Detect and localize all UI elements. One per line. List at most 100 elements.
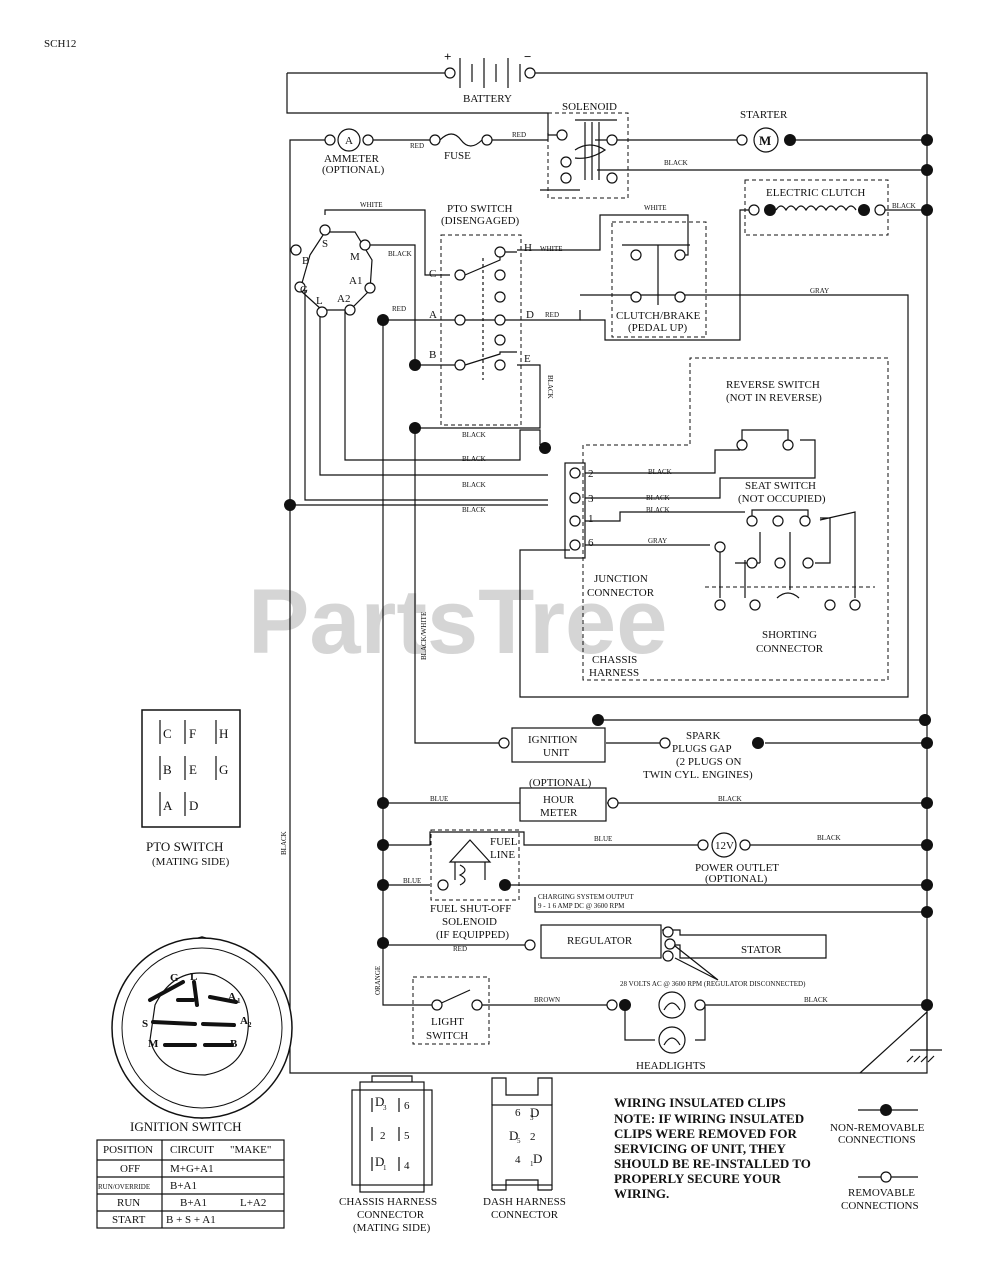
svg-text:28 VOLTS AC @ 3600 RPM (REGULA: 28 VOLTS AC @ 3600 RPM (REGULATOR DISCON… [620, 980, 806, 988]
svg-text:2: 2 [588, 468, 594, 480]
svg-text:POSITION: POSITION [103, 1144, 153, 1156]
svg-text:M: M [148, 1038, 159, 1050]
svg-text:HEADLIGHTS: HEADLIGHTS [636, 1060, 706, 1072]
svg-text:B+A1: B+A1 [170, 1180, 197, 1192]
svg-text:B: B [302, 255, 309, 267]
battery: + − BATTERY [444, 49, 536, 105]
svg-text:BLACK: BLACK [462, 481, 486, 489]
svg-text:(OPTIONAL): (OPTIONAL) [322, 164, 385, 176]
svg-text:HOUR: HOUR [543, 794, 575, 806]
svg-text:REGULATOR: REGULATOR [567, 935, 633, 947]
svg-text:PTO SWITCH: PTO SWITCH [447, 203, 513, 215]
ammeter: A AMMETER (OPTIONAL) [322, 128, 385, 176]
svg-text:(IF EQUIPPED): (IF EQUIPPED) [436, 929, 509, 941]
svg-text:ELECTRIC CLUTCH: ELECTRIC CLUTCH [766, 187, 865, 199]
svg-text:1: 1 [237, 997, 241, 1005]
svg-text:BLACK: BLACK [388, 250, 412, 258]
svg-text:2: 2 [248, 1021, 252, 1029]
svg-text:BLACK: BLACK [646, 494, 670, 502]
svg-text:"MAKE": "MAKE" [230, 1144, 271, 1156]
svg-text:CONNECTOR: CONNECTOR [491, 1209, 559, 1221]
svg-text:START: START [112, 1214, 146, 1226]
svg-text:1: 1 [383, 1164, 387, 1172]
svg-text:(NOT IN REVERSE): (NOT IN REVERSE) [726, 392, 822, 404]
svg-text:6: 6 [515, 1107, 521, 1119]
svg-text:BLACK: BLACK [462, 506, 486, 514]
wire-labels: RED RED BLACK BLACK WHITE WHITE WHITE BL… [280, 131, 916, 1004]
page-ref: SCH12 [44, 38, 76, 50]
svg-text:PTO SWITCH: PTO SWITCH [146, 839, 223, 854]
svg-text:NOTE: IF WIRING INSULATED: NOTE: IF WIRING INSULATED [614, 1111, 804, 1126]
svg-text:NON-REMOVABLE: NON-REMOVABLE [830, 1122, 925, 1134]
svg-text:B: B [163, 762, 172, 777]
svg-text:CHASSIS: CHASSIS [592, 654, 637, 666]
svg-text:UNIT: UNIT [543, 747, 570, 759]
svg-text:A1: A1 [349, 275, 362, 287]
svg-text:SHORTING: SHORTING [762, 629, 817, 641]
svg-text:HARNESS: HARNESS [589, 667, 639, 679]
svg-text:D: D [189, 798, 198, 813]
svg-text:RED: RED [453, 945, 467, 953]
svg-text:WIRING.: WIRING. [614, 1186, 669, 1201]
svg-text:GRAY: GRAY [648, 537, 667, 545]
legend: NON-REMOVABLE CONNECTIONS REMOVABLE CONN… [830, 1104, 925, 1212]
svg-text:3: 3 [530, 1114, 534, 1122]
svg-text:5: 5 [404, 1130, 410, 1142]
svg-text:BROWN: BROWN [534, 996, 560, 1004]
seat-switch: SEAT SWITCH (NOT OCCUPIED) [738, 480, 826, 569]
svg-text:BLACK: BLACK [648, 468, 672, 476]
svg-text:G: G [219, 762, 228, 777]
svg-text:CHASSIS HARNESS: CHASSIS HARNESS [339, 1196, 437, 1208]
svg-text:(2 PLUGS ON: (2 PLUGS ON [676, 756, 741, 768]
svg-text:REMOVABLE: REMOVABLE [848, 1187, 915, 1199]
svg-text:F: F [189, 726, 196, 741]
svg-text:1: 1 [530, 1160, 534, 1168]
dash-harness-connector: 6 D 3 D 5 2 4 D 1 DASH HARNESS CONNECTOR [483, 1077, 566, 1221]
svg-text:D: D [509, 1128, 518, 1143]
ignition-unit: IGNITION UNIT SPARK PLUGS GAP (2 PLUGS O… [498, 727, 764, 781]
svg-text:CONNECTOR: CONNECTOR [357, 1209, 425, 1221]
svg-text:6: 6 [588, 537, 594, 549]
clutch-brake-switch: CLUTCH/BRAKE (PEDAL UP) [611, 221, 707, 338]
svg-text:D: D [526, 309, 534, 321]
headlights: HEADLIGHTS [606, 991, 706, 1072]
svg-text:A: A [345, 135, 353, 147]
svg-text:A: A [240, 1015, 248, 1027]
power-outlet: 12V POWER OUTLET (OPTIONAL) [695, 832, 779, 885]
svg-text:METER: METER [540, 807, 578, 819]
svg-text:(DISENGAGED): (DISENGAGED) [441, 215, 520, 227]
svg-text:IGNITION SWITCH: IGNITION SWITCH [130, 1119, 242, 1134]
svg-text:SEAT SWITCH: SEAT SWITCH [745, 480, 816, 492]
svg-text:BLUE: BLUE [430, 795, 448, 803]
svg-text:4: 4 [404, 1160, 410, 1172]
shorting-connector: SHORTING CONNECTOR [714, 541, 861, 655]
svg-text:CONNECTOR: CONNECTOR [587, 587, 655, 599]
wire-lines [286, 72, 942, 1074]
svg-text:BLACK: BLACK [280, 831, 288, 855]
svg-text:WHITE: WHITE [644, 204, 667, 212]
fuel-shutoff-solenoid: FUEL LINE FUEL SHUT-OFF SOLENOID (IF EQU… [430, 829, 520, 941]
svg-text:RED: RED [392, 305, 406, 313]
svg-text:H: H [219, 726, 228, 741]
svg-text:FUEL: FUEL [490, 836, 518, 848]
svg-text:(OPTIONAL): (OPTIONAL) [705, 873, 768, 885]
svg-text:M: M [350, 251, 360, 263]
svg-text:BLACK: BLACK [892, 202, 916, 210]
svg-text:RED: RED [410, 142, 424, 150]
svg-text:2: 2 [530, 1131, 536, 1143]
svg-text:B + S + A1: B + S + A1 [166, 1214, 216, 1226]
svg-text:M+G+A1: M+G+A1 [170, 1163, 214, 1175]
svg-text:(OPTIONAL): (OPTIONAL) [529, 777, 592, 789]
svg-text:WHITE: WHITE [540, 245, 563, 253]
pto-grid-pins: C F H B E G A D [159, 720, 228, 816]
ignition-table: POSITION CIRCUIT "MAKE" OFF M+G+A1 RUN/O… [96, 1139, 285, 1229]
svg-text:FUSE: FUSE [444, 150, 471, 162]
svg-text:B: B [429, 349, 436, 361]
regulator: CHARGING SYSTEM OUTPUT 9 - 1 6 AMP DC @ … [524, 893, 806, 988]
svg-text:SOLENOID: SOLENOID [562, 101, 617, 113]
svg-text:CHARGING SYSTEM OUTPUT: CHARGING SYSTEM OUTPUT [538, 893, 634, 901]
solenoid: SOLENOID [547, 101, 629, 199]
chassis-harness-connector: D 3 6 2 5 D 1 4 CHASSIS HARNESS CONNECTO… [339, 1075, 437, 1234]
pto-switch: PTO SWITCH (DISENGAGED) C H A D B E [429, 203, 534, 426]
